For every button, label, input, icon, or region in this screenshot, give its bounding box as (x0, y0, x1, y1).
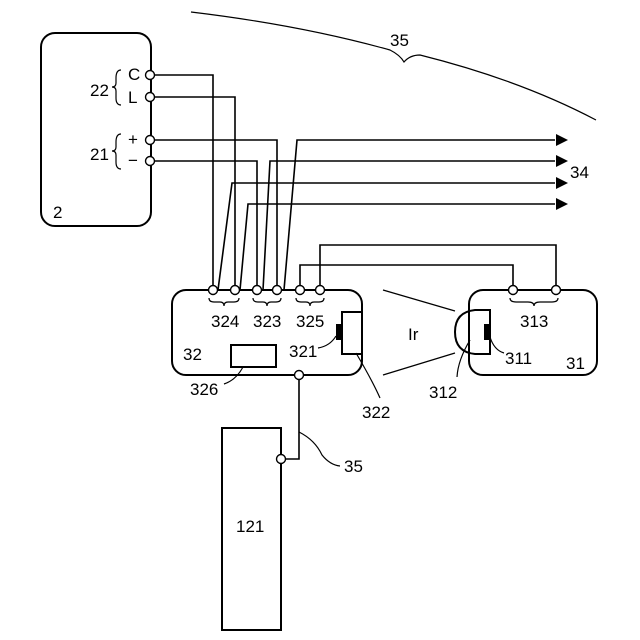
group-324-label: 324 (211, 312, 239, 331)
line-34-b (263, 161, 555, 290)
panel-121-label: 121 (236, 517, 264, 536)
group-325-label: 325 (296, 312, 324, 331)
terminal-32-bottom (295, 371, 304, 380)
leader-35-bottom (299, 432, 340, 466)
terminal-325-a (296, 286, 305, 295)
terminal-313-a (509, 286, 518, 295)
brace-22 (112, 70, 121, 105)
terminal-plus (146, 136, 155, 145)
ir-beam-bottom (383, 353, 455, 375)
terminal-minus (146, 157, 155, 166)
ir-label: Ir (408, 325, 419, 344)
brace-325 (296, 298, 324, 306)
terminal-l-label: L (128, 88, 137, 107)
brace-324 (209, 298, 239, 306)
line-bundle-34-label: 34 (570, 163, 589, 182)
terminal-l (146, 93, 155, 102)
unit-32-label: 32 (183, 345, 202, 364)
line-34-a (284, 140, 555, 290)
terminal-324-b (231, 286, 240, 295)
wire-c (150, 75, 213, 290)
unit-31-label: 31 (566, 354, 585, 373)
terminal-c-label: C (128, 65, 140, 84)
component-326 (231, 345, 276, 367)
wire-325-313-a (300, 265, 513, 290)
brace-21 (112, 134, 121, 169)
cable-32-121 (281, 375, 299, 459)
terminal-minus-label: − (128, 151, 138, 170)
terminal-324-a (209, 286, 218, 295)
cable-35-top-label: 35 (390, 31, 409, 50)
lens-322-label: 322 (362, 403, 390, 422)
ir-beam-top (383, 290, 455, 311)
terminal-group-22-label: 22 (90, 81, 109, 100)
wire-325-313-b (320, 245, 556, 290)
receiver-311 (484, 324, 490, 340)
arrow-34-d (556, 198, 568, 210)
lens-322 (342, 312, 362, 354)
leader-322 (356, 353, 380, 398)
lens-312-label: 312 (429, 383, 457, 402)
terminal-plus-label: + (128, 130, 138, 149)
arrow-34-a (556, 134, 568, 146)
terminal-group-21-label: 21 (90, 145, 109, 164)
terminal-325-b (316, 286, 325, 295)
arrow-34-c (556, 177, 568, 189)
terminal-323-b (273, 286, 282, 295)
receiver-311-label: 311 (505, 349, 532, 368)
terminal-121 (277, 455, 286, 464)
group-313-label: 313 (520, 312, 548, 331)
cable-35-bottom-label: 35 (344, 457, 363, 476)
leader-311 (490, 337, 504, 353)
arrow-34-b (556, 155, 568, 167)
device-2-label: 2 (53, 203, 62, 222)
wire-minus (150, 161, 257, 290)
terminal-313-b (552, 286, 561, 295)
leader-321 (318, 336, 336, 348)
component-326-label: 326 (190, 380, 218, 399)
emitter-321-label: 321 (289, 342, 317, 361)
cable-35-top-curve (191, 12, 596, 120)
brace-323 (253, 298, 281, 306)
terminal-c (146, 71, 155, 80)
terminal-323-a (253, 286, 262, 295)
group-323-label: 323 (253, 312, 281, 331)
brace-313 (510, 298, 558, 306)
